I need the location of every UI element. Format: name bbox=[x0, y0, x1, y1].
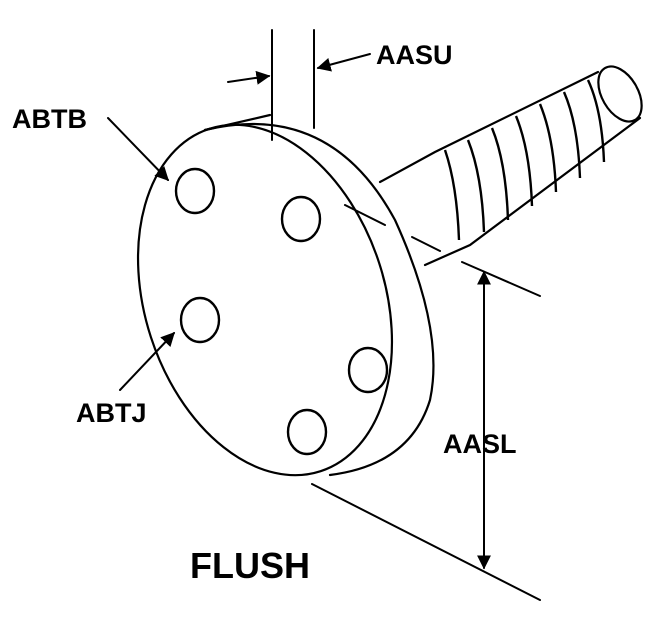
aasu-dimension bbox=[227, 29, 371, 141]
abtj-leader bbox=[119, 331, 175, 391]
flange-disc bbox=[136, 113, 435, 477]
bolt-hole-bottom bbox=[286, 408, 328, 456]
label-aasl: AASL bbox=[443, 429, 517, 459]
label-abtj: ABTJ bbox=[76, 398, 147, 428]
bolt-hole-left bbox=[179, 296, 221, 344]
bolt-hole-top-right bbox=[280, 195, 322, 243]
aasl-extension-lines bbox=[311, 204, 541, 601]
label-aasu: AASU bbox=[376, 40, 453, 70]
abtb-leader bbox=[107, 117, 169, 182]
threaded-shank bbox=[378, 65, 643, 267]
label-abtb: ABTB bbox=[12, 104, 87, 134]
diagram-title: FLUSH bbox=[190, 545, 310, 586]
bolt-holes bbox=[174, 167, 389, 456]
bolt-hole-right bbox=[347, 346, 389, 394]
bolt-hole-top-left bbox=[174, 167, 216, 215]
